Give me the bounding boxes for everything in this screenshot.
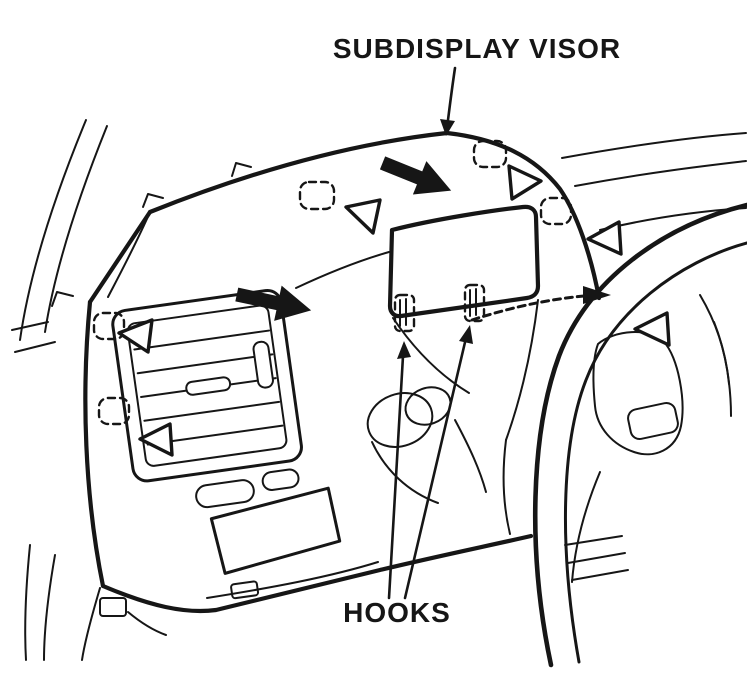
hook-dashed-indicator xyxy=(463,283,486,323)
steering-wheel-hub xyxy=(592,331,684,456)
air-vent xyxy=(111,289,303,483)
lower-left-details xyxy=(81,587,167,661)
clip-dashed-indicator xyxy=(97,396,131,426)
subdisplay-opening xyxy=(387,204,541,319)
clip-triangle-marker xyxy=(138,422,174,457)
clip-dashed-indicator xyxy=(92,311,126,341)
hooks-label: HOOKS xyxy=(343,597,451,628)
hidden-clip-indicators xyxy=(92,139,573,426)
visor-leader-line xyxy=(440,66,457,136)
dashed-direction-arrow xyxy=(470,286,611,322)
top-edge-clips xyxy=(51,162,252,307)
a-pillar-lines xyxy=(11,119,108,661)
hooks-leader-lines xyxy=(387,325,473,600)
removal-arrow xyxy=(379,156,452,195)
removal-direction-arrows xyxy=(235,156,452,321)
lower-switch-panel xyxy=(195,468,342,600)
clip-dashed-indicator xyxy=(472,139,508,169)
hook-dashed-indicator xyxy=(393,293,416,333)
hook-indicators xyxy=(393,283,486,333)
clip-triangle-marker xyxy=(344,198,382,235)
leader-arrowhead xyxy=(440,119,455,136)
leader-arrowhead xyxy=(459,325,473,344)
visor-panel-outline xyxy=(83,130,602,614)
clip-triangle-marker xyxy=(507,164,543,201)
clip-dashed-indicator xyxy=(539,196,573,226)
steering-column-stalk xyxy=(366,386,487,504)
subdisplay-visor-label: SUBDISPLAY VISOR xyxy=(333,33,621,64)
clip-triangle-marker xyxy=(117,318,154,354)
clip-triangle-marker xyxy=(586,220,623,256)
clip-dashed-indicator xyxy=(298,180,336,211)
clip-triangle-markers xyxy=(117,164,671,457)
clip-triangle-marker xyxy=(633,311,671,347)
leader-arrowhead xyxy=(397,341,411,359)
removal-arrow xyxy=(235,285,312,321)
steering-wheel xyxy=(532,202,747,668)
